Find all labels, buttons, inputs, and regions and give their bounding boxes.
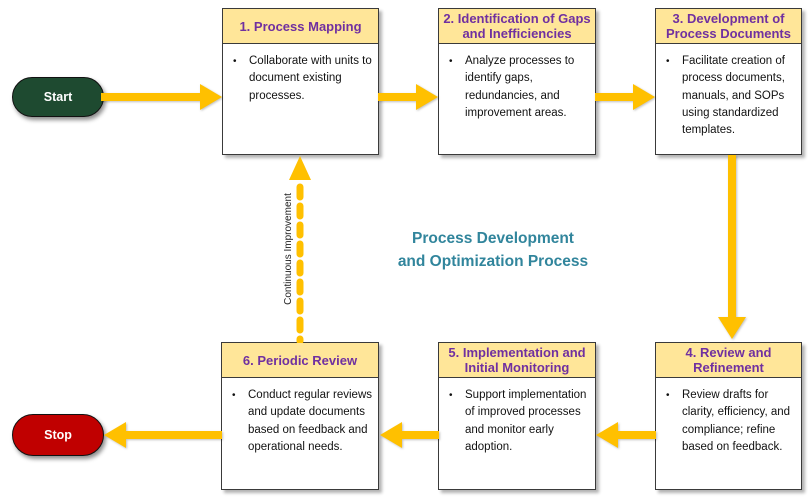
- process-box-3-title: 3. Development of Process Documents: [656, 9, 801, 44]
- process-box-6: 6. Periodic Review • Conduct regular rev…: [221, 342, 379, 490]
- arrow-shaft: [378, 93, 418, 101]
- arrow-shaft: [616, 431, 656, 439]
- process-box-6-body: • Conduct regular reviews and update doc…: [222, 378, 378, 456]
- arrow-shaft: [595, 93, 635, 101]
- process-box-3-text: Facilitate creation of process documents…: [682, 55, 785, 136]
- process-box-3: 3. Development of Process Documents • Fa…: [655, 8, 802, 155]
- process-box-1-text: Collaborate with units to document exist…: [249, 55, 372, 102]
- start-node-label: Start: [43, 90, 73, 104]
- process-box-2-body: • Analyze processes to identify gaps, re…: [439, 44, 595, 122]
- process-box-4-text: Review drafts for clarity, efficiency, a…: [682, 389, 791, 453]
- bullet-icon: •: [666, 390, 670, 401]
- process-box-6-title: 6. Periodic Review: [222, 343, 378, 378]
- process-box-4: 4. Review and Refinement • Review drafts…: [655, 342, 802, 490]
- diagram-title-line1: Process Development: [412, 230, 574, 247]
- process-box-5-title: 5. Implementation and Initial Monitoring: [439, 343, 595, 378]
- arrowhead-left-icon: [380, 422, 402, 448]
- diagram-title: Process Development and Optimization Pro…: [385, 227, 601, 273]
- diagram-title-line2: and Optimization Process: [397, 253, 589, 270]
- arrowhead-down-icon: [718, 317, 746, 339]
- bullet-icon: •: [666, 56, 670, 67]
- arrowhead-right-icon: [200, 84, 222, 110]
- arrowhead-up-icon: [289, 156, 311, 180]
- process-box-2: 2. Identification of Gaps and Inefficien…: [438, 8, 596, 155]
- process-box-1: 1. Process Mapping • Collaborate with un…: [222, 8, 379, 155]
- stop-node: Stop: [12, 414, 104, 456]
- arrowhead-right-icon: [416, 84, 438, 110]
- bullet-icon: •: [233, 56, 237, 67]
- process-box-2-text: Analyze processes to identify gaps, redu…: [465, 55, 575, 119]
- arrow-shaft: [728, 155, 736, 318]
- process-box-4-body: • Review drafts for clarity, efficiency,…: [656, 378, 801, 456]
- start-node: Start: [12, 77, 104, 117]
- arrowhead-left-icon: [596, 422, 618, 448]
- process-box-1-body: • Collaborate with units to document exi…: [223, 44, 378, 105]
- bullet-icon: •: [449, 56, 453, 67]
- arrow-shaft: [124, 431, 222, 439]
- dotted-feedback-arrow: [289, 156, 311, 343]
- process-box-3-body: • Facilitate creation of process documen…: [656, 44, 801, 139]
- arrow-shaft: [400, 431, 439, 439]
- process-box-6-text: Conduct regular reviews and update docum…: [248, 389, 373, 453]
- process-box-5-body: • Support implementation of improved pro…: [439, 378, 595, 456]
- arrowhead-left-icon: [104, 422, 126, 448]
- process-box-5: 5. Implementation and Initial Monitoring…: [438, 342, 596, 490]
- arrowhead-right-icon: [633, 84, 655, 110]
- stop-node-label: Stop: [44, 428, 72, 442]
- continuous-improvement-label: Continuous Improvement: [283, 193, 294, 305]
- process-box-4-title: 4. Review and Refinement: [656, 343, 801, 378]
- bullet-icon: •: [449, 390, 453, 401]
- process-box-1-title: 1. Process Mapping: [223, 9, 378, 44]
- bullet-icon: •: [232, 390, 236, 401]
- process-box-5-text: Support implementation of improved proce…: [465, 389, 587, 453]
- arrow-shaft: [101, 93, 204, 101]
- process-box-2-title: 2. Identification of Gaps and Inefficien…: [439, 9, 595, 44]
